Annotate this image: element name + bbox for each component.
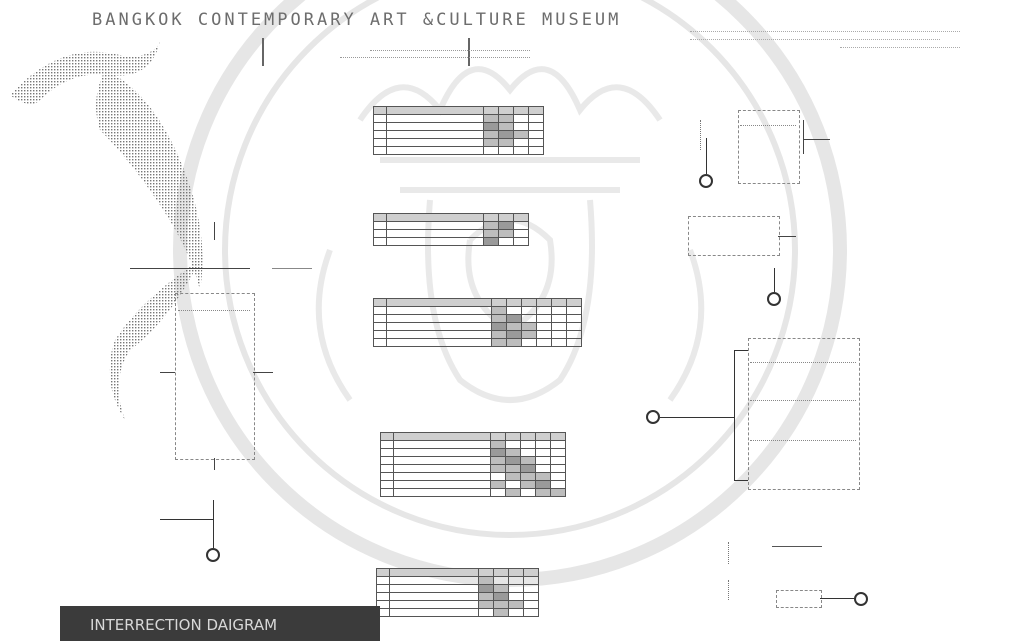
title-divider — [262, 38, 264, 66]
ring-node-icon — [854, 592, 868, 606]
connector-line — [214, 222, 215, 240]
connector-line — [160, 372, 175, 373]
ring-node-icon — [699, 174, 713, 188]
matrix-table-4 — [380, 432, 566, 497]
matrix-table-5 — [376, 568, 539, 617]
legend-line — [772, 546, 822, 547]
zone-divider — [750, 362, 856, 364]
section-banner: INTERRECTION DAIGRAM — [60, 606, 380, 641]
connector-line — [734, 480, 748, 481]
subtitle-text — [340, 44, 580, 58]
zone-divider — [740, 125, 796, 127]
zone-box-top — [738, 110, 800, 184]
connector-line — [214, 458, 215, 470]
zone-box-small — [776, 590, 822, 608]
connector-line — [820, 598, 856, 599]
connector-line — [728, 542, 730, 564]
connector-line — [778, 236, 796, 237]
connector-line — [734, 350, 748, 351]
connector-line — [803, 120, 804, 154]
connector-line — [130, 268, 250, 269]
ring-node-icon — [646, 410, 660, 424]
connector-line — [774, 268, 775, 292]
page-title: BANGKOK CONTEMPORARY ART &CULTURE MUSEUM — [92, 10, 621, 30]
connector-line — [734, 350, 735, 480]
matrix-table-3 — [373, 298, 582, 347]
connector-line — [213, 500, 214, 548]
connector-line — [272, 268, 312, 269]
connector-line — [253, 372, 273, 373]
zone-divider — [178, 310, 250, 312]
zone-divider — [750, 400, 856, 402]
connector-line — [660, 417, 734, 418]
zone-divider — [750, 440, 856, 442]
ring-node-icon — [206, 548, 220, 562]
zone-box-middle — [688, 216, 780, 256]
matrix-table-2 — [373, 213, 529, 246]
connector-line — [700, 120, 702, 150]
connector-line — [160, 519, 214, 520]
project-description — [690, 24, 960, 48]
banner-title: INTERRECTION DAIGRAM — [90, 616, 277, 634]
connector-line — [706, 138, 707, 174]
ring-node-icon — [767, 292, 781, 306]
connector-line — [728, 580, 730, 600]
connector-line — [804, 139, 830, 140]
zone-box-main — [175, 293, 255, 460]
zone-box-large — [748, 338, 860, 490]
matrix-table-1 — [373, 106, 544, 155]
